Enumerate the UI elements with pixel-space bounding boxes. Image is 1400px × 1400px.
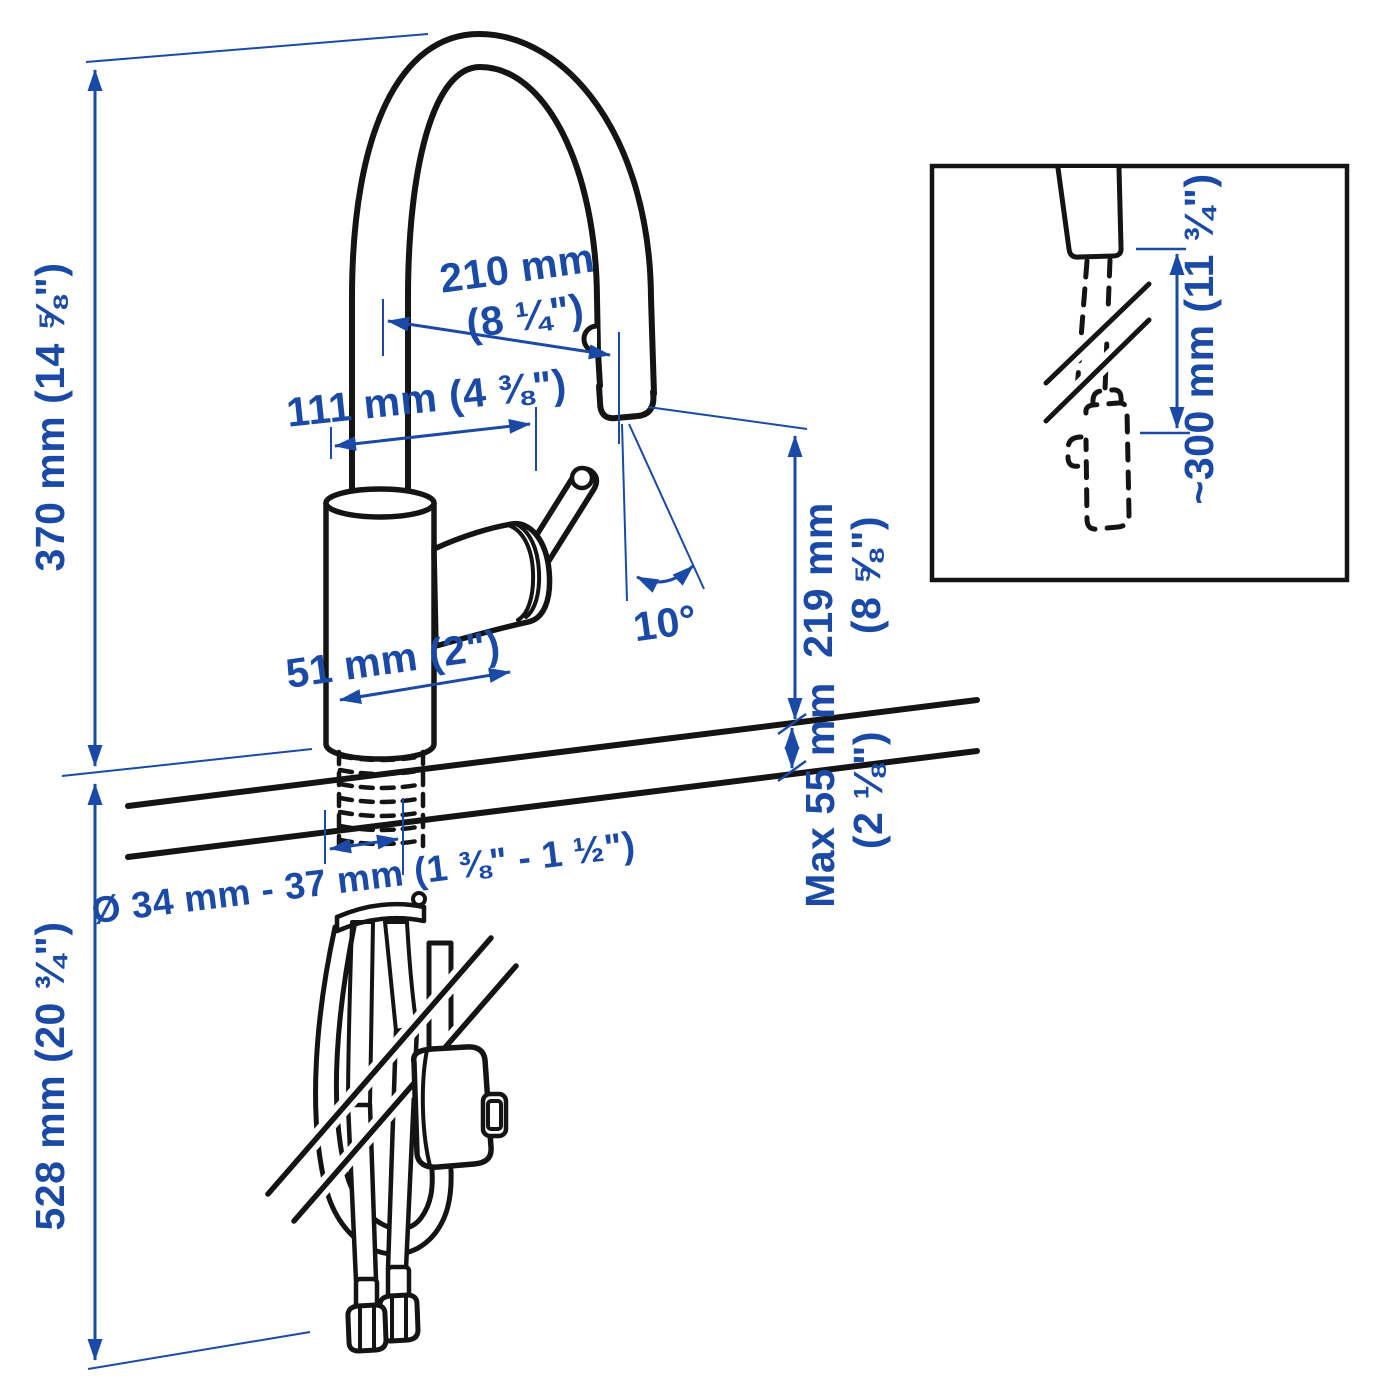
dim-111 [334, 418, 531, 452]
label-sprayer-extension: ~300 mm (11 ¾") [1176, 173, 1222, 504]
label-spout-clearance-inches: (8 ⅝") [843, 516, 889, 634]
faucet-drawing [125, 31, 1350, 1354]
faucet-body [323, 486, 437, 762]
cabinet-section-lines [261, 932, 523, 1227]
ext-line-counter [61, 748, 313, 777]
faucet-handle [431, 465, 600, 649]
label-max-counter-thickness-inches: (2 ⅛") [845, 731, 891, 849]
inset-counter-lines [1040, 278, 1155, 427]
under-counter-assembly [261, 891, 523, 1354]
spout-tip [596, 383, 657, 422]
inset-pullout-detail [929, 163, 1350, 583]
label-spout-clearance-value: 219 mm [795, 502, 841, 658]
inset-box [929, 163, 1350, 583]
lever-tip [569, 465, 595, 491]
hose-weight [410, 1044, 509, 1170]
label-below-counter-depth: 528 mm (20 ¾") [27, 921, 73, 1230]
dim-diameter [329, 834, 399, 854]
ext-line-bottom [87, 1331, 311, 1370]
ext-line-219 [647, 406, 808, 430]
label-spout-angle: 10° [630, 596, 699, 650]
label-max-counter-thickness-value: Max 55 mm [797, 682, 843, 908]
countertop [125, 697, 980, 860]
dim-210 [387, 316, 611, 360]
dim-51 [339, 668, 511, 704]
inset-spout-solid [1055, 165, 1124, 260]
angle-indicator [621, 423, 705, 602]
hex-nut [345, 1302, 389, 1354]
label-total-height: 370 mm (14 ⅝") [27, 262, 73, 571]
connector-nuts [345, 1264, 421, 1354]
slash-max55-bottom [777, 759, 807, 783]
ext-line-top [85, 33, 429, 63]
inset-dimension [1136, 247, 1190, 435]
